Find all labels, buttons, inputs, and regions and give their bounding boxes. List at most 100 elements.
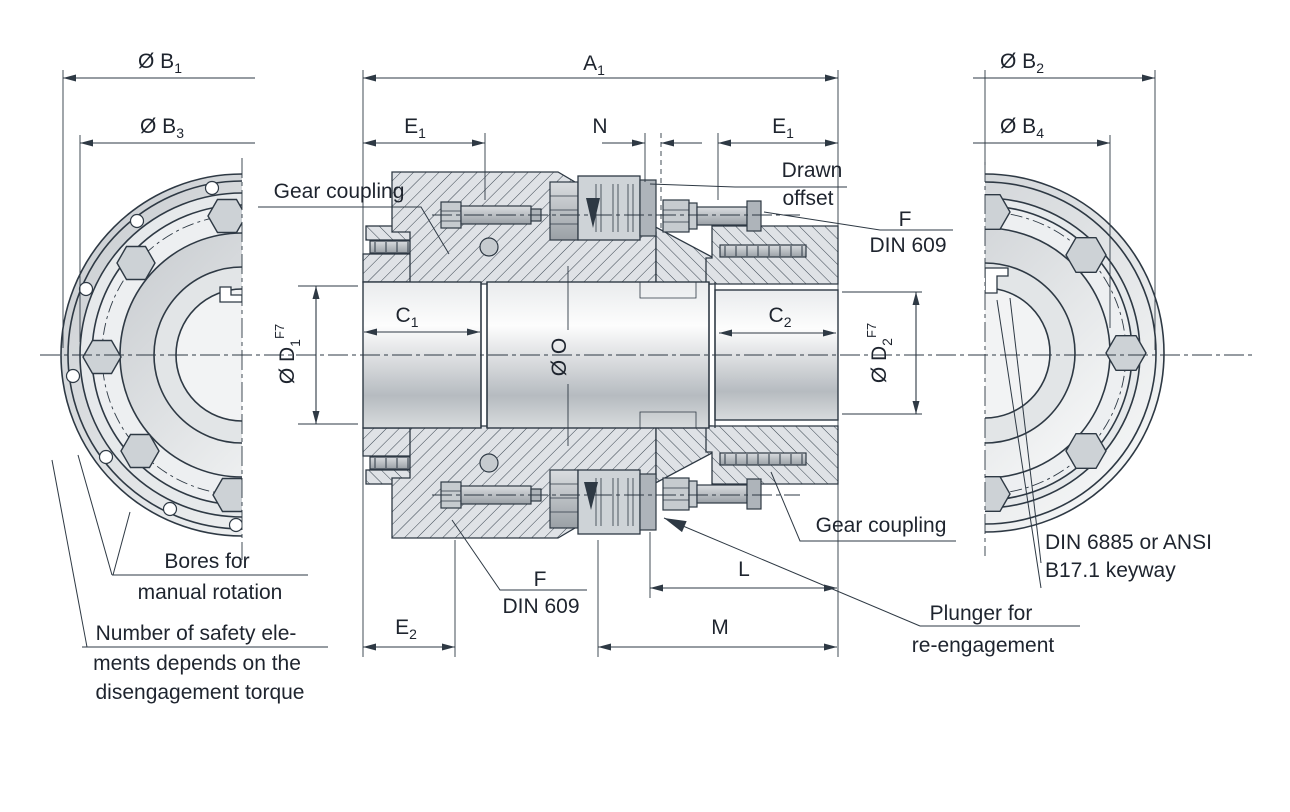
svg-text:Ø B4: Ø B4 [1000,115,1044,141]
dim-a1-label: A [583,52,597,75]
keyway-right [985,267,1009,294]
right-gear-bolt-bottom [719,452,807,466]
dim-e2-label: E [395,616,409,639]
keyway-line2: B17.1 keyway [1045,559,1176,582]
dim-a1-sub: 1 [597,62,605,78]
safety-line3: disengagement torque [96,681,305,704]
svg-text:Ø D1F7: Ø D1F7 [272,324,303,384]
dim-a1: A1 [363,52,838,82]
dim-o-label: Ø O [548,338,571,377]
dim-n: N [592,115,702,147]
dim-b3-label: Ø B [140,115,176,138]
dim-d2-label: Ø D [868,346,891,383]
front-view-right-flange [985,173,1165,533]
dim-b1: Ø B1 [63,50,255,82]
svg-text:E1: E1 [772,115,794,141]
f-bottom-text: F [534,568,547,591]
right-gear-bolt-top [719,244,807,258]
svg-text:E2: E2 [395,616,417,642]
dim-b2-label: Ø B [1000,50,1036,73]
dim-e2: E2 [363,616,455,651]
dim-e1-right-sub: 1 [786,125,794,141]
annotation-drawn-offset: Drawn offset [649,159,847,210]
dim-e1-left-sub: 1 [418,125,426,141]
keyway-line1: DIN 6885 or ANSI [1045,531,1212,554]
bore-right [985,287,1051,419]
dim-c1-label: C [396,304,411,327]
plunger-line2: re-engagement [912,634,1055,657]
dim-c2-sub: 2 [784,314,792,330]
f-top-text: F [899,208,912,231]
dim-e1-right: E1 [718,115,838,147]
hex-bolts-left [82,198,242,513]
plunger-pointer-top [586,198,600,228]
dim-b4-sub: 4 [1036,125,1044,141]
dim-e1-right-label: E [772,115,786,138]
dim-e1-left-label: E [404,115,418,138]
dim-b4: Ø B4 [973,115,1110,147]
dim-b2-sub: 2 [1036,60,1044,76]
dim-d1-sup: F7 [272,324,287,339]
din609-bolt-top-right [662,199,762,233]
gear-coupling-bottom-text: Gear coupling [816,514,947,537]
drawn-offset-line1: Drawn [782,159,843,182]
dim-b2: Ø B2 [973,50,1155,82]
annotation-gear-coupling-bottom: Gear coupling [770,471,956,542]
din609-bottom-text: DIN 609 [502,595,579,618]
dim-d1: Ø D1F7 [272,285,358,425]
annotation-plunger: Plunger for re-engagement [661,512,1080,657]
bore-step-bottom [639,411,697,428]
svg-text:C1: C1 [396,304,419,330]
bores-line2: manual rotation [138,581,283,604]
dim-d2: Ø D2F7 [842,291,922,415]
annotation-f-din609-bottom: F DIN 609 [451,519,587,618]
dim-b1-sub: 1 [174,60,182,76]
plunger-line1: Plunger for [930,602,1033,625]
dim-d2-sup: F7 [864,323,879,338]
din609-bolt-bottom-right [662,477,762,511]
din609-top-text: DIN 609 [869,234,946,257]
drawn-offset-line2: offset [783,187,834,210]
dim-o: Ø O [548,266,571,446]
dim-b3: Ø B3 [80,115,255,147]
svg-text:Ø D2F7: Ø D2F7 [864,323,895,383]
dim-n-label: N [592,115,607,138]
dim-d2-sub: 2 [879,338,895,346]
svg-text:Ø B1: Ø B1 [138,50,182,76]
small-bores-left [65,180,242,533]
dim-l: L [650,558,837,592]
extension-lines [62,70,1156,657]
dim-c2-label: C [769,304,784,327]
dim-b4-label: Ø B [1000,115,1036,138]
annotation-safety: Number of safety ele- ments depends on t… [51,459,328,704]
dim-e1-left: E1 [363,115,485,147]
annotation-keyway: DIN 6885 or ANSI B17.1 keyway [996,297,1212,589]
safety-line1: Number of safety ele- [96,622,297,645]
dim-b3-sub: 3 [176,125,184,141]
svg-text:Ø B2: Ø B2 [1000,50,1044,76]
screw-detail-bottom [479,453,499,473]
section-view [362,171,839,539]
dim-b1-label: Ø B [138,50,174,73]
plunger-pointer-bottom [584,482,598,510]
svg-text:C2: C2 [769,304,792,330]
svg-text:A1: A1 [583,52,605,78]
keyway-left [219,286,242,303]
dim-e2-sub: 2 [409,626,417,642]
dim-c2: C2 [719,304,836,337]
safety-line2: ments depends on the [93,652,301,675]
hex-bolts-right [985,194,1147,512]
bores-line1: Bores for [164,550,249,573]
bore-step-top [639,282,697,299]
dim-d1-label: Ø D [276,347,299,384]
svg-text:E1: E1 [404,115,426,141]
annotation-f-din609-top: F DIN 609 [763,208,953,257]
plunger-bottom [549,469,657,535]
plunger-top [549,175,657,241]
annotation-gear-coupling-top: Gear coupling [258,180,450,255]
dim-m: M [598,616,837,651]
screw-detail-top [479,237,499,257]
annotation-bores: Bores for manual rotation [77,454,308,604]
